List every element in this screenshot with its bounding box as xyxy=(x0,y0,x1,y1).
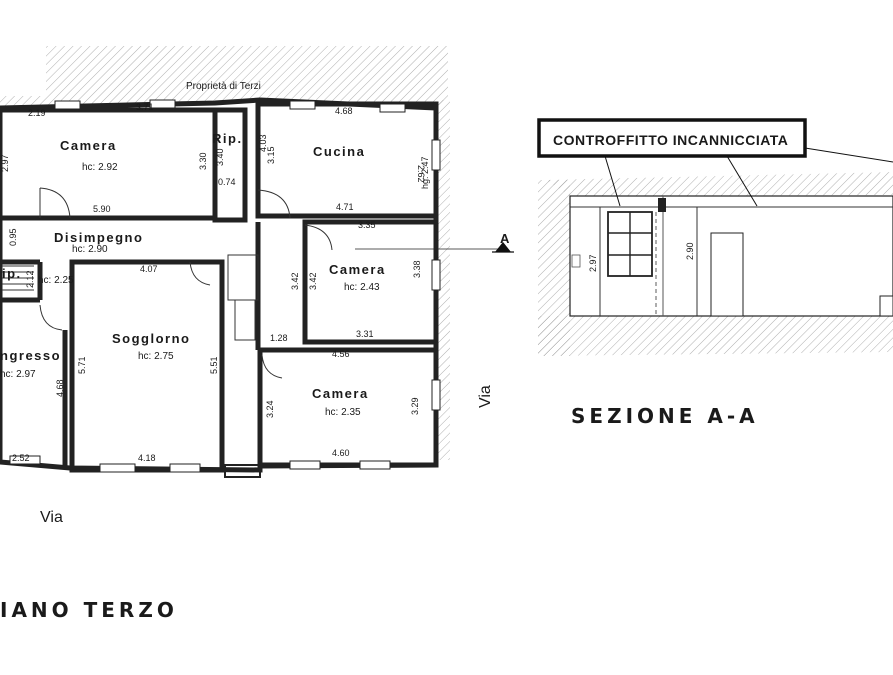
dim-label: 3.35 xyxy=(358,220,376,230)
dim-label: 4.60 xyxy=(332,448,350,458)
neighbor-property-hatch xyxy=(0,46,448,108)
stairs xyxy=(2,265,34,291)
dim-label: 3.71 xyxy=(136,102,154,112)
dim-label: 0.74 xyxy=(218,177,236,187)
dim-label: 3.31 xyxy=(356,329,374,339)
room-name-camera-1: Camera xyxy=(60,138,117,153)
callout-leaders xyxy=(604,147,893,207)
dim-label: 1.28 xyxy=(270,333,288,343)
dim-label: 4.56 xyxy=(332,349,350,359)
section-cut-line xyxy=(355,242,514,253)
dim-label: hg: 2.47 xyxy=(420,156,430,189)
dim-label: 5.90 xyxy=(93,204,111,214)
room-name-rip: Rip. xyxy=(212,131,243,146)
dim-label: 3.42 xyxy=(308,272,318,290)
room-hc-disimpegno: hc: 2.90 xyxy=(72,244,108,255)
callout-text: CONTROFFITTO INCANNICCIATA xyxy=(553,132,788,148)
dim-label: 4.71 xyxy=(336,202,354,212)
shaft xyxy=(227,254,259,301)
section-socket xyxy=(571,254,581,268)
dim-label: 5.51 xyxy=(209,356,219,374)
partition-top xyxy=(658,198,666,212)
dim-label: 2.52 xyxy=(12,453,30,463)
section-title: SEZIONE A-A xyxy=(571,404,759,428)
room-hc-rip-2: hc: 2.25 xyxy=(38,275,74,286)
room-cucina-walls xyxy=(255,101,439,219)
room-name-soggiorno: Sogglorno xyxy=(112,331,191,346)
section-step xyxy=(879,295,893,317)
room-name-cucina: Cucina xyxy=(313,144,365,159)
room-name-camera-2: Camera xyxy=(329,262,386,277)
dim-label: 5.71 xyxy=(77,356,87,374)
dim-label: 3.15 xyxy=(266,146,276,164)
street-label-right: Via xyxy=(477,385,494,408)
section-dim-right: 2.90 xyxy=(685,242,695,260)
dim-label: 4.68 xyxy=(55,379,65,397)
dim-label: 4.03 xyxy=(258,134,268,152)
section-hatch-top xyxy=(546,172,893,196)
dim-label: 4.18 xyxy=(138,453,156,463)
room-name-ingresso: ngresso xyxy=(0,348,61,363)
dim-label: 3.40 xyxy=(215,148,225,166)
dim-label: 3.29 xyxy=(410,397,420,415)
section-drawing: 2.97 2.90 CONTROFFITTO INCANNICCIATA SEZ… xyxy=(537,118,893,428)
room-hc-camera-1: hc: 2.92 xyxy=(82,162,118,173)
dim-label: 3.24 xyxy=(265,400,275,418)
section-door xyxy=(710,232,744,317)
room-name-disimpegno: Disimpegno xyxy=(54,230,143,245)
street-label-bottom: Via xyxy=(40,509,63,526)
room-name-rip-2: ip. xyxy=(2,266,22,281)
dim-label: 2.97 xyxy=(0,154,10,172)
section-hatch-bottom xyxy=(538,316,893,356)
room-soggiorno-walls xyxy=(69,259,225,473)
dim-label: 3.38 xyxy=(412,260,422,278)
room-hc-soggiorno: hc: 2.75 xyxy=(138,351,174,362)
windows xyxy=(9,99,441,473)
room-hc-camera-2: hc: 2.43 xyxy=(344,282,380,293)
room-name-camera-3: Camera xyxy=(312,386,369,401)
door-swings xyxy=(39,187,333,379)
dim-label: 2.62 xyxy=(416,165,426,183)
section-dim-left: 2.97 xyxy=(588,254,598,272)
callout-box xyxy=(537,118,807,158)
room-hc-camera-3: hc: 2.35 xyxy=(325,407,361,418)
dim-label: 0.95 xyxy=(8,228,18,246)
dim-label: 2.12 xyxy=(25,270,35,288)
dim-label: 4.68 xyxy=(335,106,353,116)
dim-label: 3.30 xyxy=(198,152,208,170)
dimension-labels: 2.19 3.71 2.97 3.30 5.90 0.74 3.40 4.68 … xyxy=(0,102,430,463)
neighbor-label: Proprietà di Terzi xyxy=(186,81,261,92)
ripostiglio-walls xyxy=(0,259,43,303)
section-marker-label: A xyxy=(500,231,510,246)
dim-label: 4.07 xyxy=(140,264,158,274)
dim-label: 3.42 xyxy=(290,272,300,290)
floor-title: IANO TERZO xyxy=(0,598,178,622)
room-rip-walls xyxy=(212,107,248,223)
floor-plan: Proprietà di Terzi Camera hc: 2.92 Rip. … xyxy=(0,46,514,622)
shaft-2 xyxy=(234,299,256,341)
hatch-right-strip xyxy=(436,100,450,460)
section-window xyxy=(607,211,653,277)
dim-label: 2.19 xyxy=(28,108,46,118)
room-hc-ingresso: hc: 2.97 xyxy=(0,369,36,380)
bottom-jog xyxy=(224,464,261,478)
